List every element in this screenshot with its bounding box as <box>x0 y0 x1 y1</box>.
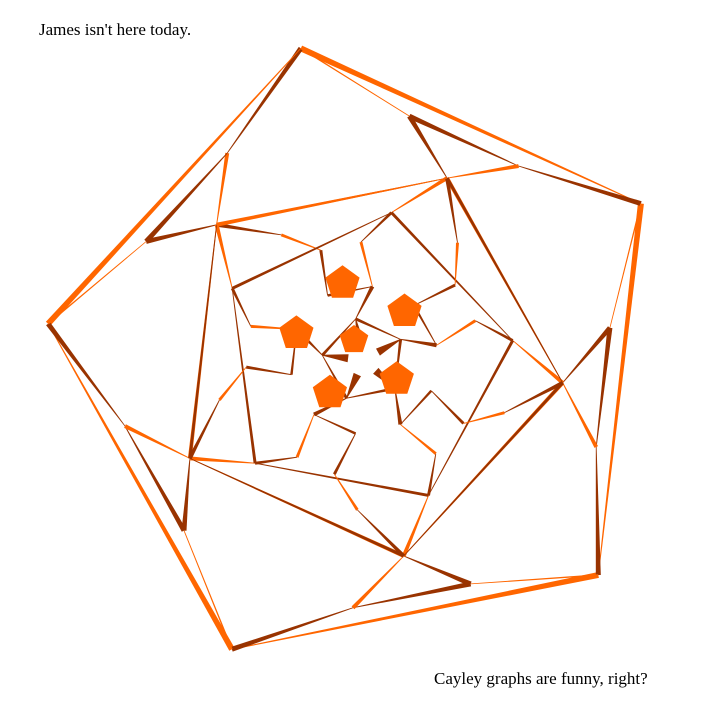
edge-outer-0 <box>299 45 642 204</box>
edge-fh-1 <box>454 242 459 285</box>
edge-ppn-4 <box>321 318 356 357</box>
fill-layer <box>279 265 422 408</box>
edge-spoke-b-2 <box>470 574 599 585</box>
edge-ppn-0 <box>355 317 401 340</box>
edge-spoke-a-3 <box>231 607 354 652</box>
edge-ad-1 <box>447 164 519 179</box>
edge-ik-3 <box>295 414 315 458</box>
edge-link-1 <box>595 327 613 448</box>
edge-kp-1 <box>400 338 437 348</box>
edge-de-4 <box>188 224 217 459</box>
edge-fh-4 <box>218 366 247 401</box>
edge-eg-0 <box>391 176 449 213</box>
inner-pentagon-1 <box>387 293 422 326</box>
edge-hj-3 <box>333 433 356 475</box>
edge-outer-3 <box>47 323 235 651</box>
edge-spoke-b-3 <box>183 530 233 650</box>
edge-spoke-a-4 <box>46 322 126 427</box>
edge-be-4 <box>145 224 217 244</box>
edge-qp-3 <box>346 372 361 399</box>
inner-pentagon-4 <box>279 315 314 348</box>
edge-de-3 <box>189 458 405 558</box>
edges-layer <box>45 45 644 652</box>
edge-ad-4 <box>124 424 190 459</box>
edge-fh-0 <box>280 233 321 251</box>
edge-ik-1 <box>436 319 477 346</box>
edge-fh-2 <box>463 411 505 424</box>
edge-spoke-a-2 <box>595 447 601 575</box>
edge-de-2 <box>403 381 564 557</box>
edge-be-1 <box>562 326 612 383</box>
edge-ggn-2 <box>255 462 429 497</box>
edge-df-1 <box>445 177 458 243</box>
caption-bottom: Cayley graphs are funny, right? <box>434 669 648 688</box>
edge-kp-2 <box>394 388 403 425</box>
edge-fh-3 <box>334 474 359 511</box>
edge-hj-2 <box>431 390 465 425</box>
edge-df-3 <box>357 509 406 558</box>
edge-kp-0 <box>355 285 375 319</box>
edge-hj-4 <box>246 365 292 376</box>
edge-ad-0 <box>216 152 230 225</box>
edge-een-4 <box>216 177 448 227</box>
inner-pentagon-0 <box>325 265 360 298</box>
edge-ggn-0 <box>390 211 513 341</box>
edge-ppn-2 <box>346 386 396 399</box>
edge-ggn-3 <box>231 288 257 464</box>
edge-jk-2 <box>400 389 433 425</box>
edge-qp-1 <box>376 339 401 356</box>
edge-hj-1 <box>413 283 456 306</box>
edge-be-0 <box>407 114 448 179</box>
edge-be-2 <box>403 555 472 587</box>
edge-gi-1 <box>475 320 514 342</box>
edge-outer-2 <box>231 572 599 650</box>
edge-ik-2 <box>400 424 437 455</box>
inner-pentagon-3 <box>312 374 347 408</box>
edge-df-0 <box>216 222 282 236</box>
edge-gi-3 <box>254 456 298 465</box>
edge-spoke-a-0 <box>226 46 303 154</box>
caption-top: James isn't here today. <box>39 20 192 39</box>
edge-jk-1 <box>412 304 437 346</box>
edge-link-0 <box>408 113 519 167</box>
edge-link-4 <box>144 152 228 244</box>
edge-hj-0 <box>319 250 328 296</box>
edge-outer-1 <box>597 203 644 576</box>
edge-spoke-a-1 <box>518 165 642 206</box>
edge-df-2 <box>504 381 564 413</box>
edge-spoke-b-4 <box>47 241 147 325</box>
edge-be-3 <box>181 458 191 531</box>
edge-eg-1 <box>512 340 564 385</box>
edge-gi-4 <box>230 287 252 327</box>
inner-pentagon-2 <box>379 361 414 394</box>
edge-spoke-b-1 <box>609 203 642 328</box>
edge-gi-2 <box>427 453 437 496</box>
edge-gi-0 <box>360 211 393 243</box>
edge-eg-3 <box>189 456 256 464</box>
edge-de-1 <box>445 177 563 383</box>
edge-outer-4 <box>45 48 302 326</box>
edge-df-4 <box>188 399 220 460</box>
edge-ik-0 <box>359 241 373 287</box>
edge-ggn-1 <box>428 339 514 496</box>
edge-ggn-4 <box>231 212 392 290</box>
edge-ad-2 <box>562 382 598 448</box>
center-pentagon <box>339 325 369 353</box>
edge-qp-4 <box>322 354 349 363</box>
edge-ad-3 <box>351 555 404 610</box>
edge-link-3 <box>124 425 187 532</box>
edge-spoke-b-0 <box>300 47 410 117</box>
edge-eg-2 <box>401 495 429 557</box>
edge-link-2 <box>352 581 472 609</box>
edge-eg-4 <box>214 224 233 289</box>
edge-jk-3 <box>313 414 357 435</box>
